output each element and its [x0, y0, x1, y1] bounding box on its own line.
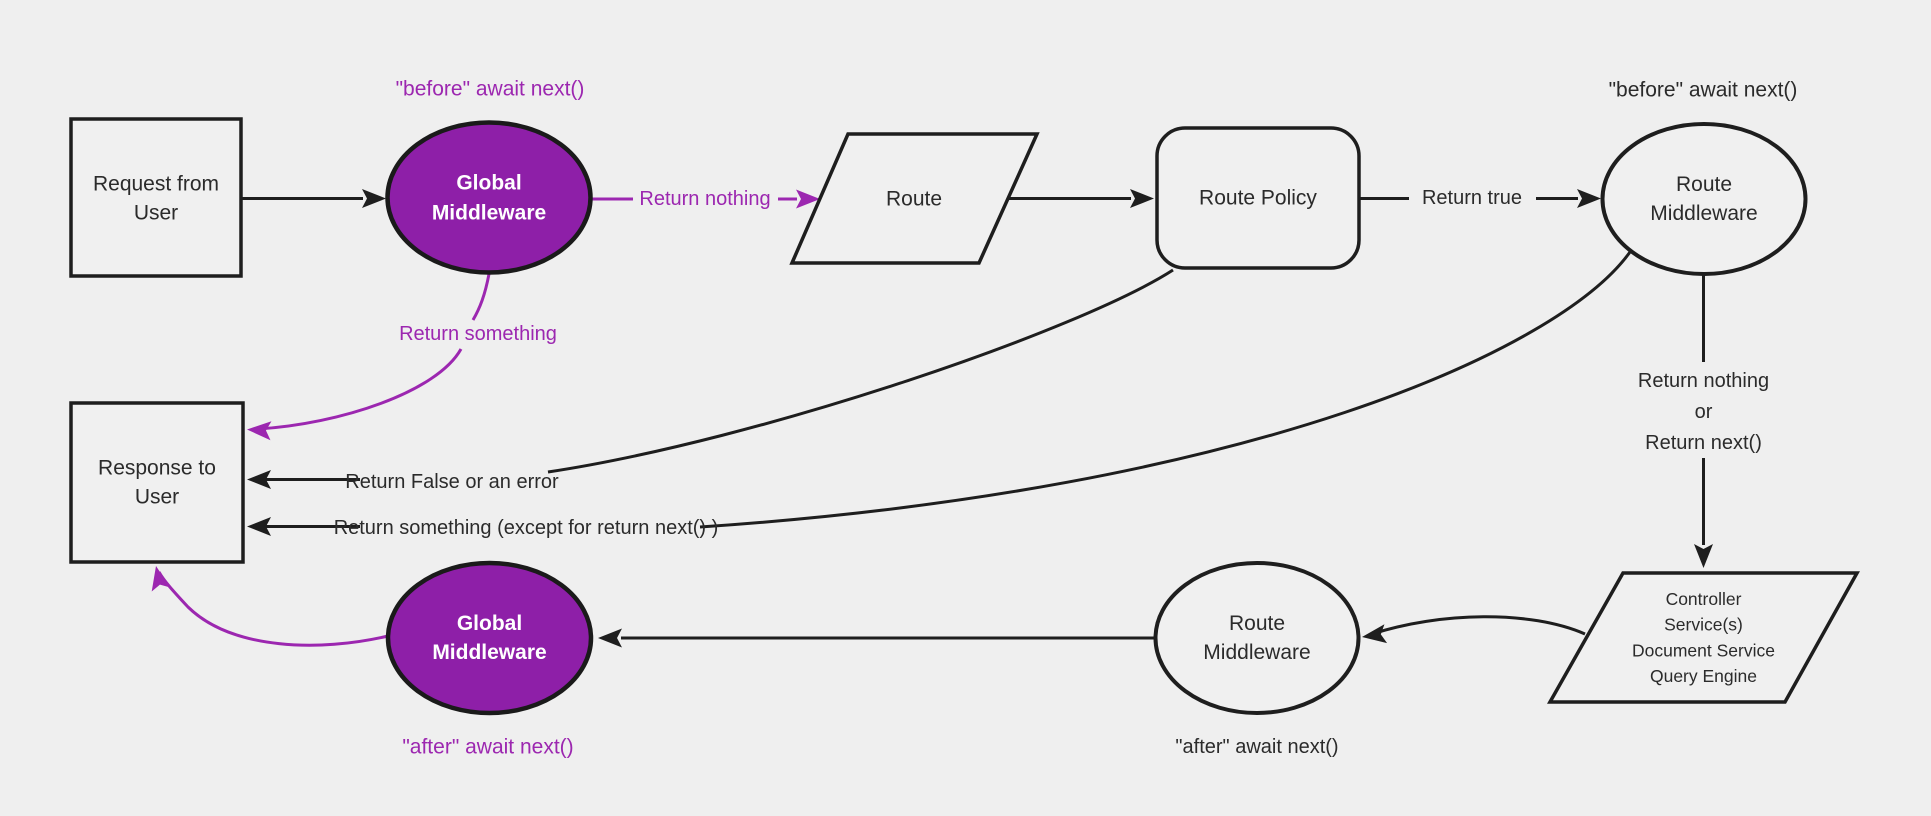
global-middleware-bottom-line1: Global — [457, 612, 522, 635]
node-global-middleware-top: Global Middleware — [385, 120, 593, 275]
label-return-branch-line3: Return next() — [1645, 432, 1762, 454]
node-route-middleware-top: Route Middleware — [1600, 122, 1808, 276]
controller-line4: Query Engine — [1650, 666, 1757, 686]
node-global-middleware-bottom: Global Middleware — [385, 560, 594, 716]
edge-route-middleware-return-something-except — [247, 251, 1632, 536]
node-route-middleware-bottom: Route Middleware — [1153, 561, 1361, 715]
route-policy-label: Route Policy — [1199, 187, 1317, 210]
request-label-line2: User — [134, 202, 178, 225]
label-after-await-next-global: "after" await next() — [402, 736, 573, 759]
edge-route-policy-return-false — [247, 268, 1174, 489]
edge-route-middleware-bottom-to-global-middleware-bottom — [598, 628, 1155, 648]
global-middleware-top-line1: Global — [456, 172, 521, 195]
route-middleware-bottom-line2: Middleware — [1203, 641, 1310, 664]
edge-global-middleware-bottom-to-response — [146, 564, 389, 647]
label-return-something: Return something — [399, 323, 557, 345]
response-label-line1: Response to — [98, 457, 216, 480]
label-return-nothing: Return nothing — [639, 188, 770, 210]
node-request-from-user: Request from User — [69, 117, 243, 278]
request-label-line1: Request from — [93, 173, 219, 196]
global-middleware-top-line2: Middleware — [432, 202, 546, 225]
controller-line2: Service(s) — [1664, 615, 1743, 635]
route-middleware-bottom-line1: Route — [1229, 612, 1285, 635]
route-middleware-top-line1: Route — [1676, 173, 1732, 196]
route-middleware-top-line2: Middleware — [1650, 202, 1757, 225]
controller-line1: Controller — [1666, 589, 1742, 609]
global-middleware-bottom-line2: Middleware — [432, 641, 546, 664]
edge-global-middleware-return-something — [246, 273, 491, 441]
node-response-to-user: Response to User — [69, 401, 245, 564]
edge-route-policy-to-route-middleware — [1359, 189, 1601, 208]
node-controller-services: Controller Service(s) Document Service Q… — [1546, 571, 1860, 704]
edge-controller-to-route-middleware-bottom — [1360, 615, 1586, 647]
label-return-branch-line1: Return nothing — [1638, 370, 1769, 392]
label-return-true: Return true — [1422, 187, 1522, 209]
edge-route-middleware-to-controller — [1694, 274, 1713, 568]
node-route-policy: Route Policy — [1155, 126, 1361, 270]
edge-request-to-global-middleware — [241, 189, 386, 208]
response-label-line2: User — [135, 486, 179, 509]
controller-line3: Document Service — [1632, 640, 1775, 660]
label-before-await-next-global: "before" await next() — [396, 78, 585, 101]
label-return-branch-line2: or — [1695, 401, 1713, 423]
label-after-await-next-route: "after" await next() — [1175, 736, 1338, 758]
edge-route-to-route-policy — [1008, 189, 1154, 208]
label-before-await-next-route: "before" await next() — [1609, 79, 1798, 102]
label-return-false-or-error: Return False or an error — [345, 471, 559, 493]
node-route: Route — [789, 132, 1040, 265]
label-return-nothing-or-next: Return nothing or Return next() — [1638, 370, 1769, 454]
label-return-something-except: Return something (except for return next… — [334, 517, 719, 539]
edge-global-middleware-to-route — [591, 189, 820, 209]
route-label: Route — [886, 188, 942, 211]
